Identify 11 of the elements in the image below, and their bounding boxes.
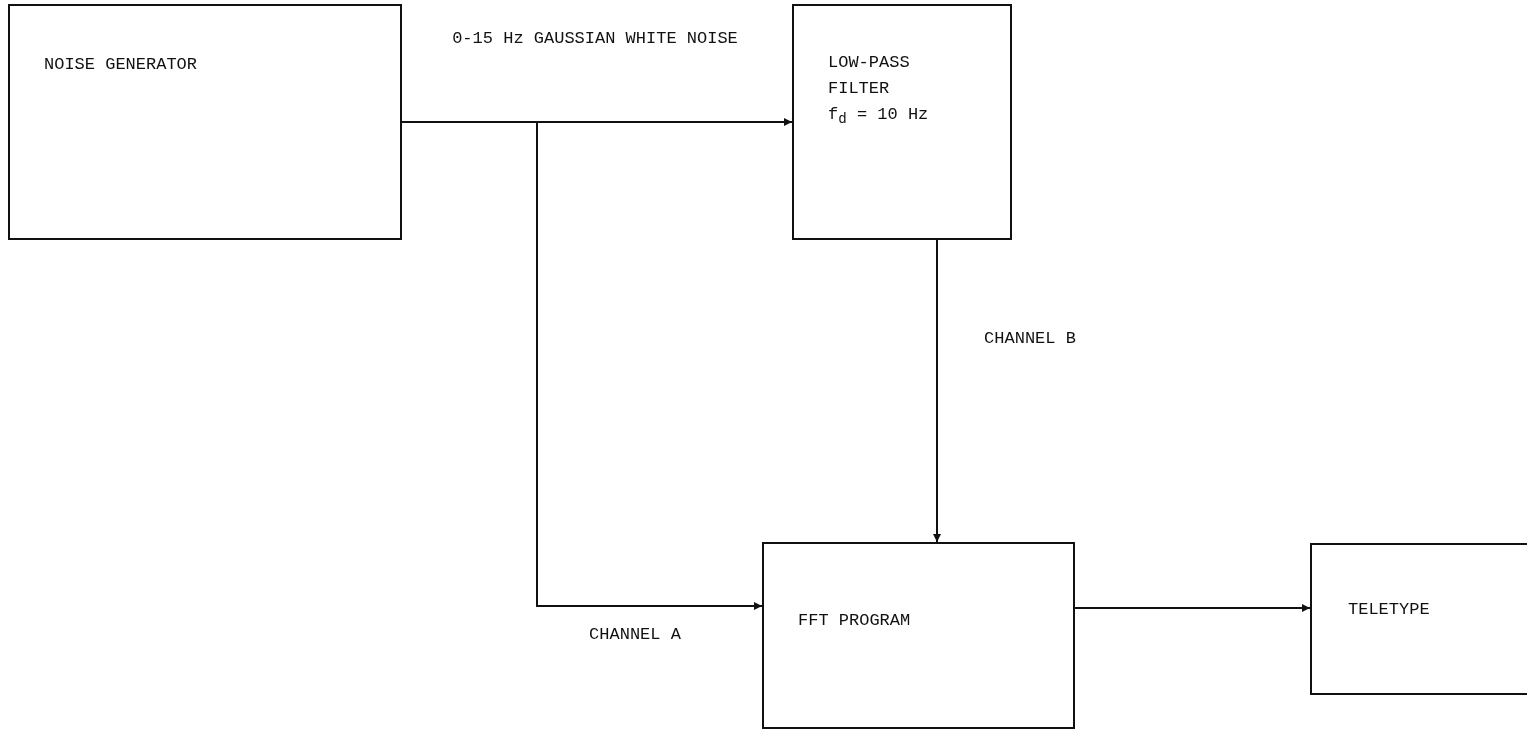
process-box: [792, 4, 1012, 240]
process-box: [762, 542, 1075, 729]
arrow: [1074, 604, 1311, 612]
box-label: TELETYPE: [1348, 599, 1430, 621]
arrow: [401, 121, 763, 610]
box-label: NOISE GENERATOR: [44, 54, 198, 76]
process-box: [8, 4, 402, 240]
box-label: f$_{d}$ = 10 Hz: [828, 104, 929, 130]
box-label: FFT PROGRAM: [798, 610, 911, 632]
process-box: [1310, 543, 1527, 695]
arrow: [933, 239, 941, 543]
